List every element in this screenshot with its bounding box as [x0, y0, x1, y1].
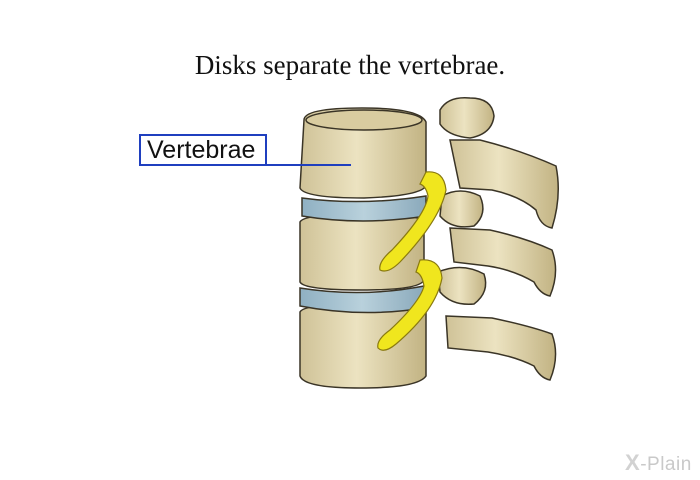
- page-title: Disks separate the vertebrae.: [194, 50, 506, 80]
- label-leader-line: [267, 164, 351, 166]
- intervertebral-disks: [299, 195, 427, 314]
- lower-nerve: [377, 259, 443, 351]
- vertebrae-label: Vertebrae: [147, 136, 256, 164]
- xplain-logo: X-Plain: [625, 450, 692, 476]
- vertebrae-label-box: [139, 134, 267, 166]
- spinal-nerves: [377, 171, 447, 351]
- upper-nerve: [379, 171, 447, 272]
- logo-mark: X: [625, 450, 641, 475]
- spinous-processes: [437, 97, 559, 381]
- logo-text: -Plain: [640, 454, 692, 475]
- upper-disk: [301, 195, 427, 222]
